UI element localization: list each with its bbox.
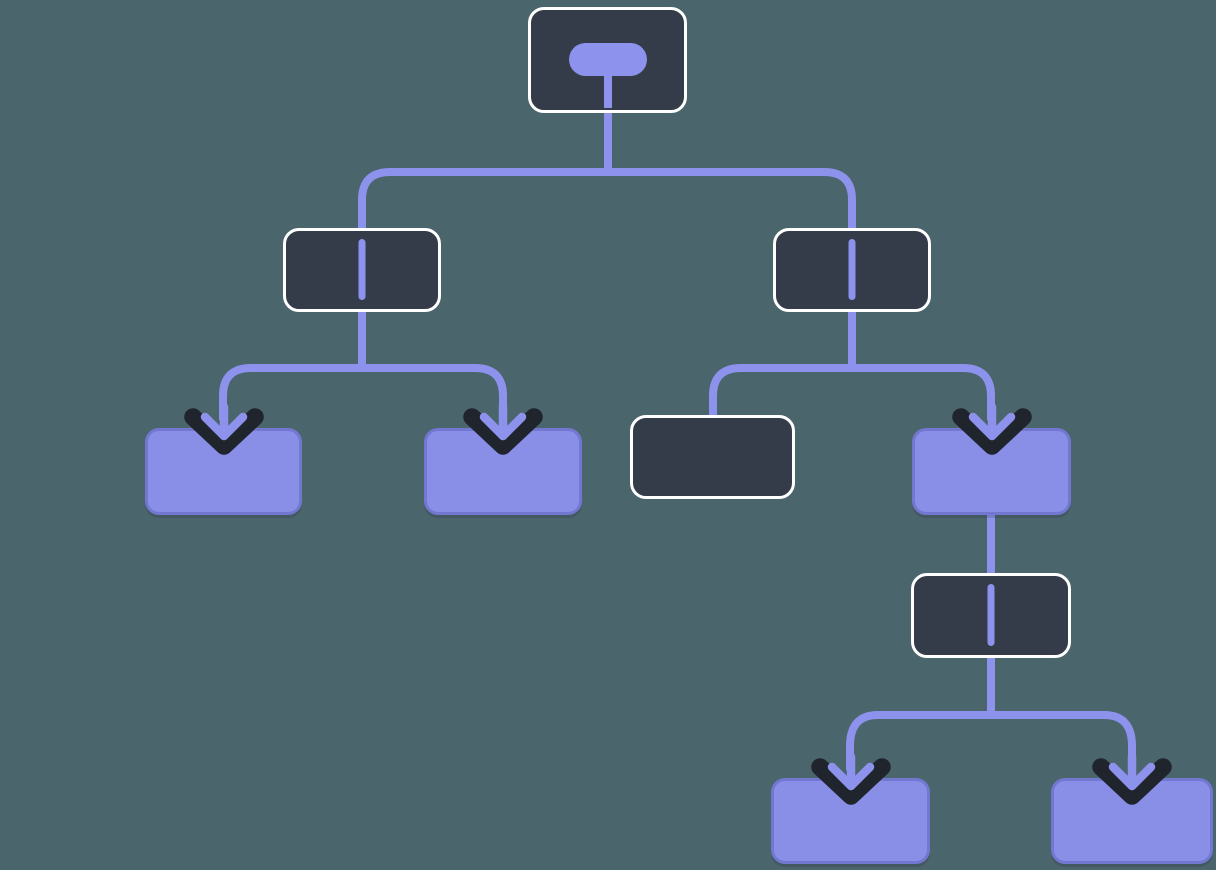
chevron-outline [183, 408, 264, 455]
pill-stem-line [603, 72, 612, 108]
node-leaf-3 [912, 402, 1071, 515]
connector-branch-right-to-children [709, 310, 995, 420]
pill-icon [568, 43, 647, 76]
divider-line-icon [848, 239, 856, 300]
node-leaf-5 [1051, 752, 1213, 864]
divider-line-icon [358, 239, 366, 300]
arrow-head [968, 412, 1015, 441]
arrow-head [1108, 762, 1156, 791]
chevron-outline [951, 408, 1032, 455]
node-dark-leaf [630, 415, 795, 499]
chevron-down-icon [951, 402, 1032, 455]
chevron-down-icon [810, 752, 891, 805]
arrow-head [827, 762, 874, 791]
chevron-outline [810, 758, 891, 805]
node-leaf-1 [145, 402, 302, 515]
chevron-outline [1092, 758, 1172, 805]
chevron-down-icon [183, 402, 264, 455]
connector-root-to-branches [358, 108, 856, 230]
chevron-outline [463, 408, 543, 455]
node-leaf-2 [424, 402, 582, 515]
chevron-down-icon [463, 402, 543, 455]
chevron-down-icon [1092, 752, 1172, 805]
arrow-head [479, 412, 527, 441]
connector-branch-lower-to-leaves [846, 655, 1136, 770]
divider-line-icon [987, 584, 995, 646]
node-branch-left [283, 228, 441, 312]
node-leaf-4 [771, 752, 930, 864]
connector-branch-left-to-leaves [219, 310, 507, 420]
node-branch-right [773, 228, 931, 312]
node-root [528, 7, 687, 113]
arrow-head [200, 412, 247, 441]
node-branch-lower [911, 573, 1071, 658]
